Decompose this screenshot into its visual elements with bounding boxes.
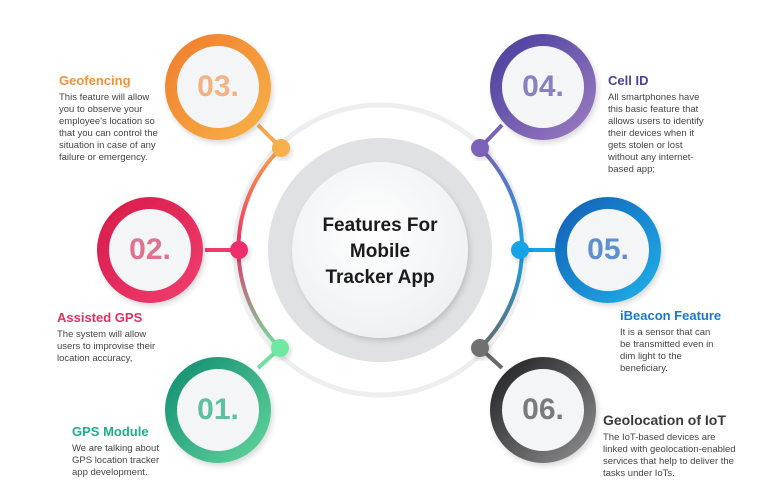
feature-title: iBeacon Feature	[620, 308, 722, 323]
number-04: 04.	[522, 70, 564, 103]
center-title: Features For Mobile Tracker App	[300, 213, 460, 291]
feature-title: Geofencing	[59, 73, 131, 88]
title-line-3: Tracker App	[325, 267, 435, 288]
feature-title: GPS Module	[72, 424, 149, 439]
number-05: 05.	[587, 233, 629, 266]
number-06: 06.	[522, 393, 564, 426]
number-01: 01.	[197, 393, 239, 426]
feature-title: Geolocation of IoT	[603, 412, 726, 428]
feature-geolocation-iot: Geolocation of IoT The IoT-based devices…	[603, 412, 758, 480]
feature-title: Cell ID	[608, 73, 649, 88]
title-line-2: Mobile	[349, 241, 411, 262]
feature-title: Assisted GPS	[57, 310, 143, 325]
number-02: 02.	[129, 233, 171, 266]
title-line-1: Features For	[322, 215, 438, 236]
number-03: 03.	[197, 70, 239, 103]
